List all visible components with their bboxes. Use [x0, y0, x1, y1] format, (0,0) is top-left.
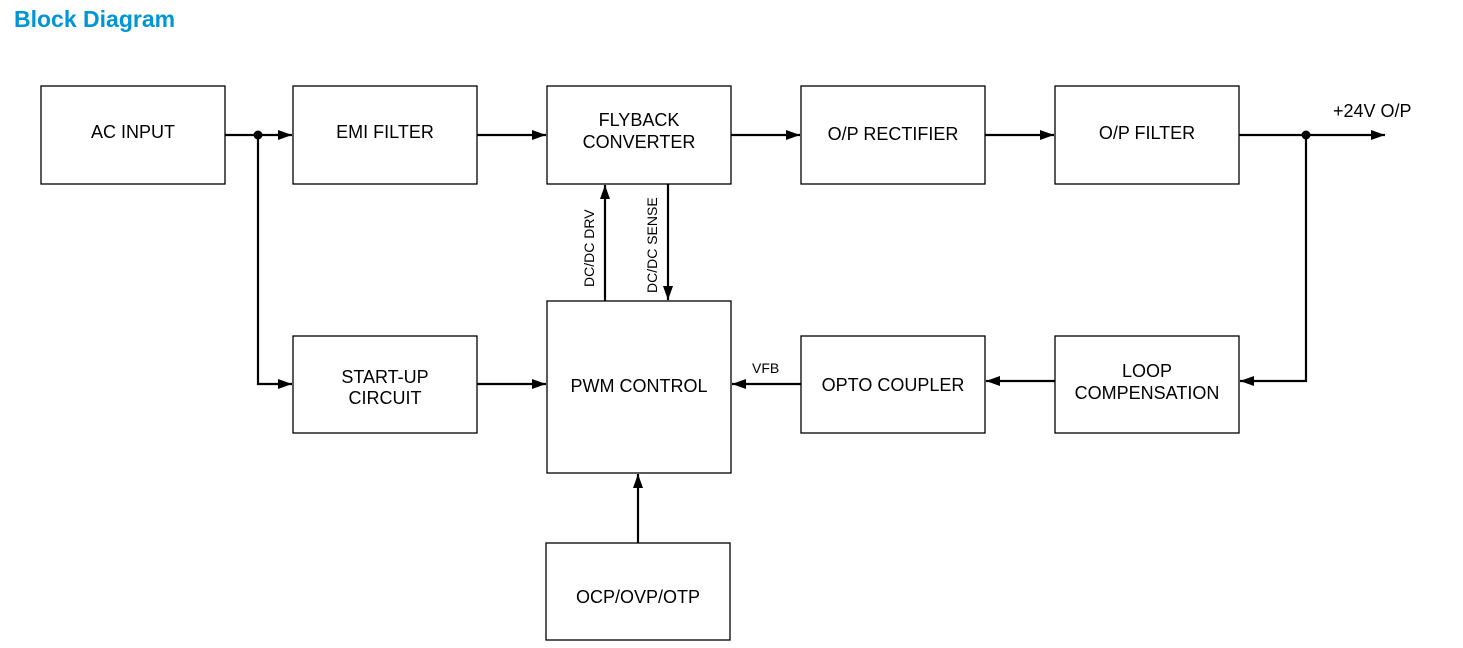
block-opto-coupler-label: OPTO COUPLER — [822, 375, 965, 395]
block-op-filter-label: O/P FILTER — [1099, 123, 1195, 143]
block-op-rectifier-label: O/P RECTIFIER — [828, 124, 959, 144]
block-startup-circuit-label-2: CIRCUIT — [349, 388, 422, 408]
block-opto-coupler: OPTO COUPLER — [800, 335, 986, 434]
block-flyback-converter-label-1: FLYBACK — [599, 110, 680, 130]
block-ocp-ovp-otp: OCP/OVP/OTP — [545, 542, 731, 641]
block-loop-compensation-label-2: COMPENSATION — [1075, 383, 1220, 403]
dcdc-sense-label: DC/DC SENSE — [644, 197, 660, 293]
output-label: +24V O/P — [1333, 101, 1412, 121]
arrow-ac-to-startup — [256, 135, 292, 389]
block-ac-input-label: AC INPUT — [91, 122, 175, 142]
block-pwm-control-label: PWM CONTROL — [571, 376, 708, 396]
vfb-label: VFB — [752, 360, 779, 376]
block-pwm-control: PWM CONTROL — [546, 300, 732, 474]
block-ocp-ovp-otp-label: OCP/OVP/OTP — [576, 587, 700, 607]
block-loop-compensation-label-1: LOOP — [1122, 361, 1172, 381]
arrow-output-to-loop — [1240, 135, 1308, 386]
dcdc-drv-label: DC/DC DRV — [581, 209, 597, 287]
block-op-rectifier: O/P RECTIFIER — [800, 85, 986, 185]
block-op-filter: O/P FILTER — [1054, 85, 1240, 185]
block-loop-compensation: LOOP COMPENSATION — [1054, 335, 1240, 434]
block-ac-input: AC INPUT — [40, 85, 226, 185]
page-title: Block Diagram — [14, 6, 176, 32]
block-flyback-converter-label-2: CONVERTER — [583, 132, 696, 152]
block-emi-filter-label: EMI FILTER — [336, 122, 434, 142]
junction-dot-input — [253, 130, 263, 140]
junction-dot-output — [1301, 130, 1311, 140]
block-flyback-converter: FLYBACK CONVERTER — [546, 85, 732, 185]
block-emi-filter: EMI FILTER — [292, 85, 478, 185]
block-startup-circuit-label-1: START-UP — [341, 367, 428, 387]
block-startup-circuit: START-UP CIRCUIT — [292, 335, 478, 434]
